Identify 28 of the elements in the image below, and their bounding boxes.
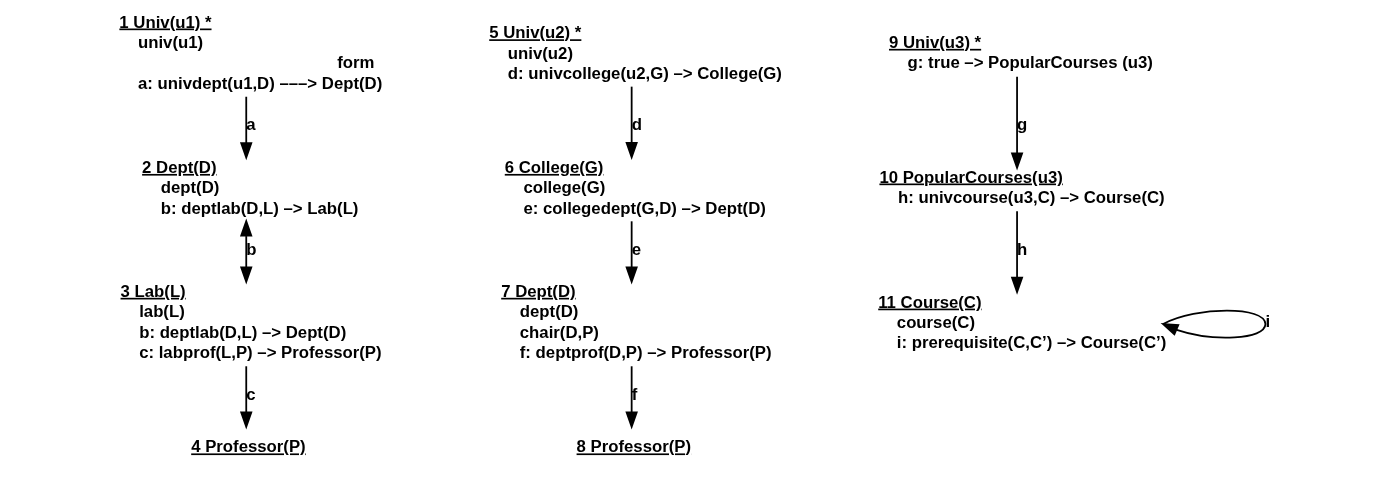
node-text: 11 Course(C) course(C) i: prerequisite(C,C’) –> Course(C’) (878, 292, 1167, 353)
edge-label: a (246, 115, 256, 135)
edge-label: d (631, 115, 642, 135)
node-text: 2 Dept(D) dept(D) b: deptlab(D,L) –> Lab(L) (142, 157, 359, 218)
node-text: 4 Professor(P) (191, 437, 306, 457)
edge-label: h (1017, 239, 1028, 259)
node-text: 9 Univ(u3) * g: true –> PopularCourses (u3) (888, 32, 1153, 73)
edge-label: b (246, 239, 257, 259)
node-text: 8 Professor(P) (576, 437, 692, 457)
edge-label: f (631, 384, 638, 404)
node-text: 5 Univ(u2) * univ(u2) d: univcollege(u2,G) –> College(G) (489, 23, 782, 83)
node-text: 3 Lab(L) lab(L) b: deptlab(D,L) –> Dept(D) c: labprof(L,P) –> Professor(P) (120, 281, 382, 362)
node-text: 6 College(G) college(G) e: collegedept(G,D) –> Dept(D) (504, 157, 766, 218)
node-text: 7 Dept(D) dept(D) chair(D,P) f: deptprof(D,P) –> Professor(P) (501, 281, 772, 362)
arrow (625, 85, 638, 160)
node-text: 10 PopularCourses(u3) h: univcourse(u3,C) –> Course(C) (879, 167, 1165, 207)
arrow (1010, 75, 1024, 171)
arrow (1160, 309, 1267, 339)
arrow (625, 220, 638, 285)
arrow (1010, 210, 1024, 295)
arrow (239, 95, 253, 161)
edge-label: c (246, 384, 256, 404)
arrow (625, 365, 638, 430)
arrow (239, 218, 253, 285)
edge-label: i (1265, 312, 1271, 332)
arrow (239, 365, 253, 430)
edge-label: e (631, 239, 641, 259)
node-label: form (337, 53, 375, 73)
